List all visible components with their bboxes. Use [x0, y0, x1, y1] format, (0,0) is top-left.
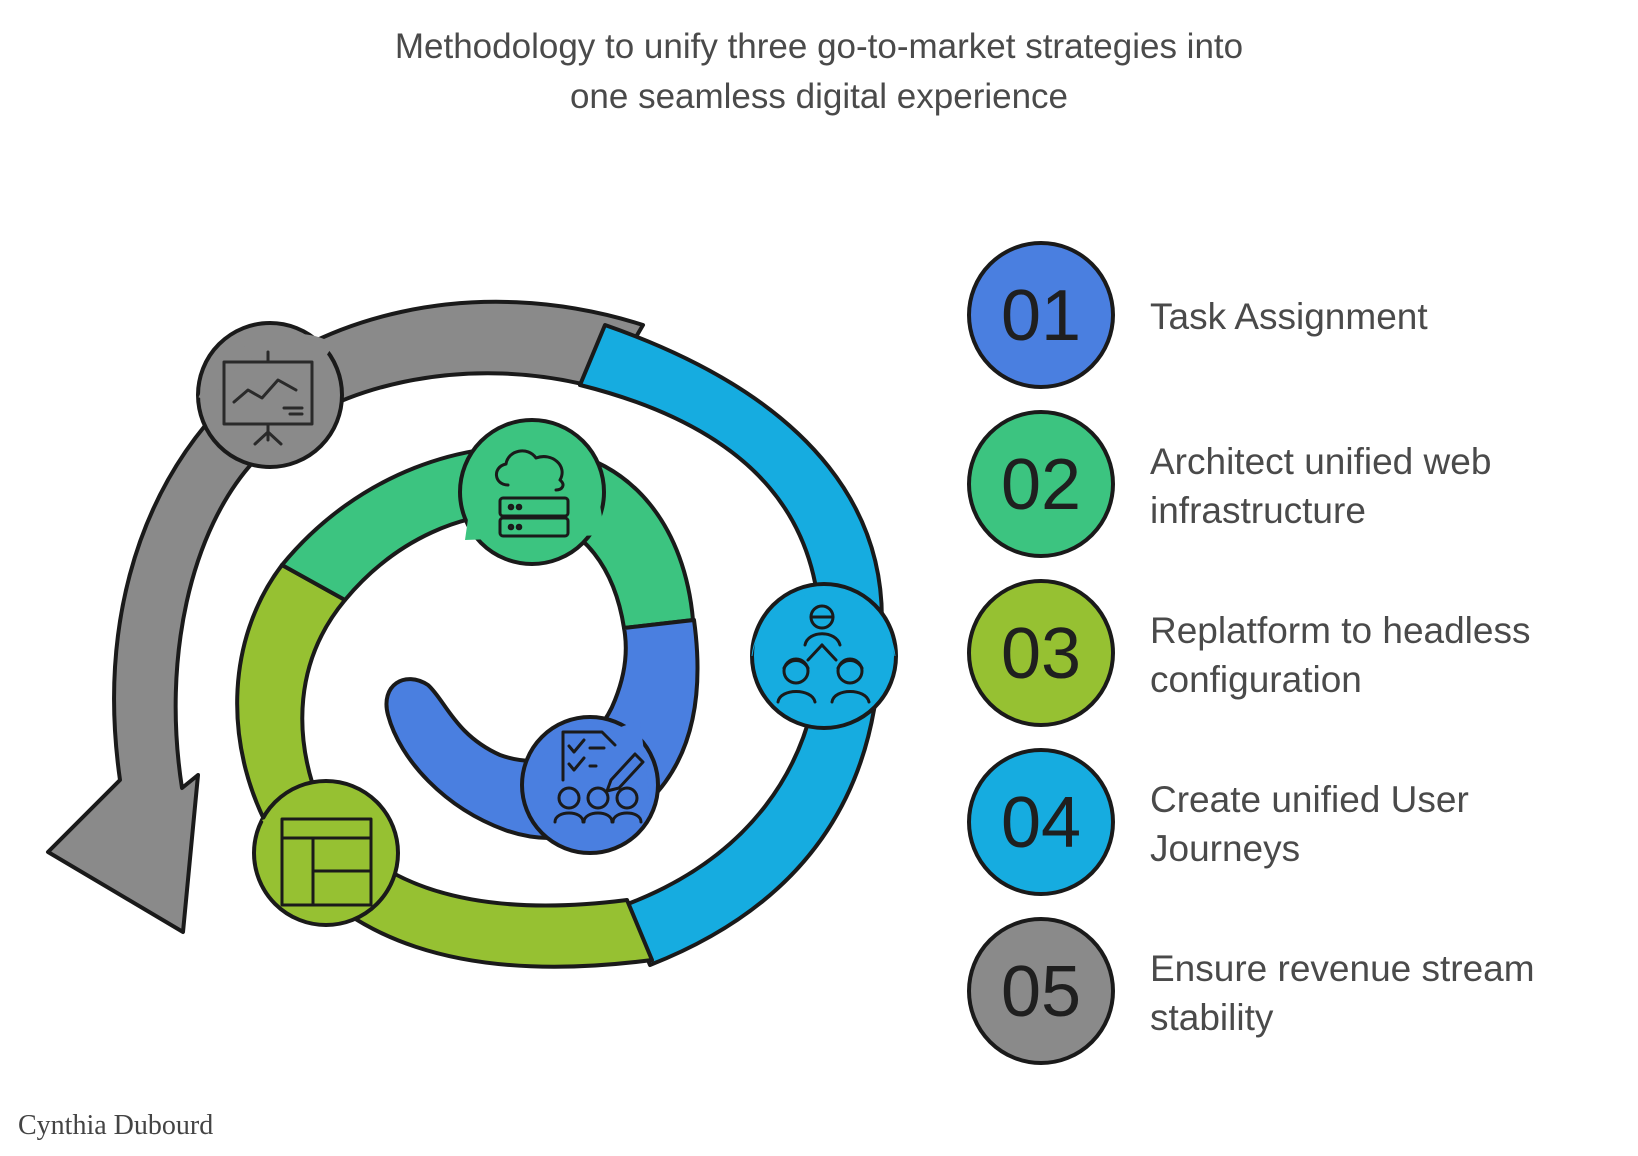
spiral-segment-02: [280, 418, 695, 630]
step-05-number: 05: [1001, 952, 1081, 1032]
step-03-circle: [967, 579, 1115, 727]
spiral-segment-04: [578, 323, 898, 967]
team-task-icon: [553, 730, 645, 824]
cloud-server-icon: [495, 449, 570, 538]
diagram-title: Methodology to unify three go-to-market …: [0, 22, 1638, 122]
step-04-marker: 04: [967, 748, 1115, 896]
presentation-chart-icon: [222, 350, 314, 446]
step-02-circle: [967, 410, 1115, 558]
step-05-marker: 05: [967, 917, 1115, 1065]
step-04-number: 04: [1001, 783, 1081, 863]
title-line-2: one seamless digital experience: [569, 77, 1069, 116]
step-03-number: 03: [1001, 614, 1081, 694]
step-label-02: Architect unified web infrastructure: [1150, 441, 1492, 531]
step-01-marker: 01: [967, 241, 1115, 389]
spiral-segment-01: [384, 618, 700, 855]
layout-icon: [280, 817, 373, 907]
step-05-circle: [967, 917, 1115, 1065]
step-label-04: Create unified User Journeys: [1150, 779, 1469, 869]
step-04-circle: [967, 748, 1115, 896]
step-01-circle: [967, 241, 1115, 389]
step-02-marker: 02: [967, 410, 1115, 558]
user-group-icon: [776, 604, 871, 704]
step-label-05: Ensure revenue stream stability: [1150, 948, 1535, 1038]
step-03-marker: 03: [967, 579, 1115, 727]
spiral-segment-05: [46, 299, 645, 934]
title-line-1: Methodology to unify three go-to-market …: [394, 27, 1244, 66]
spiral-segment-03: [235, 563, 654, 969]
step-label-01: Task Assignment: [1150, 296, 1428, 337]
step-number-list: 01 02 03 04 05: [967, 241, 1115, 1065]
author-credit: Cynthia Dubourd: [18, 1110, 214, 1141]
step-02-number: 02: [1001, 445, 1081, 525]
step-label-03: Replatform to headless configuration: [1150, 610, 1531, 700]
step-01-number: 01: [1001, 276, 1081, 356]
